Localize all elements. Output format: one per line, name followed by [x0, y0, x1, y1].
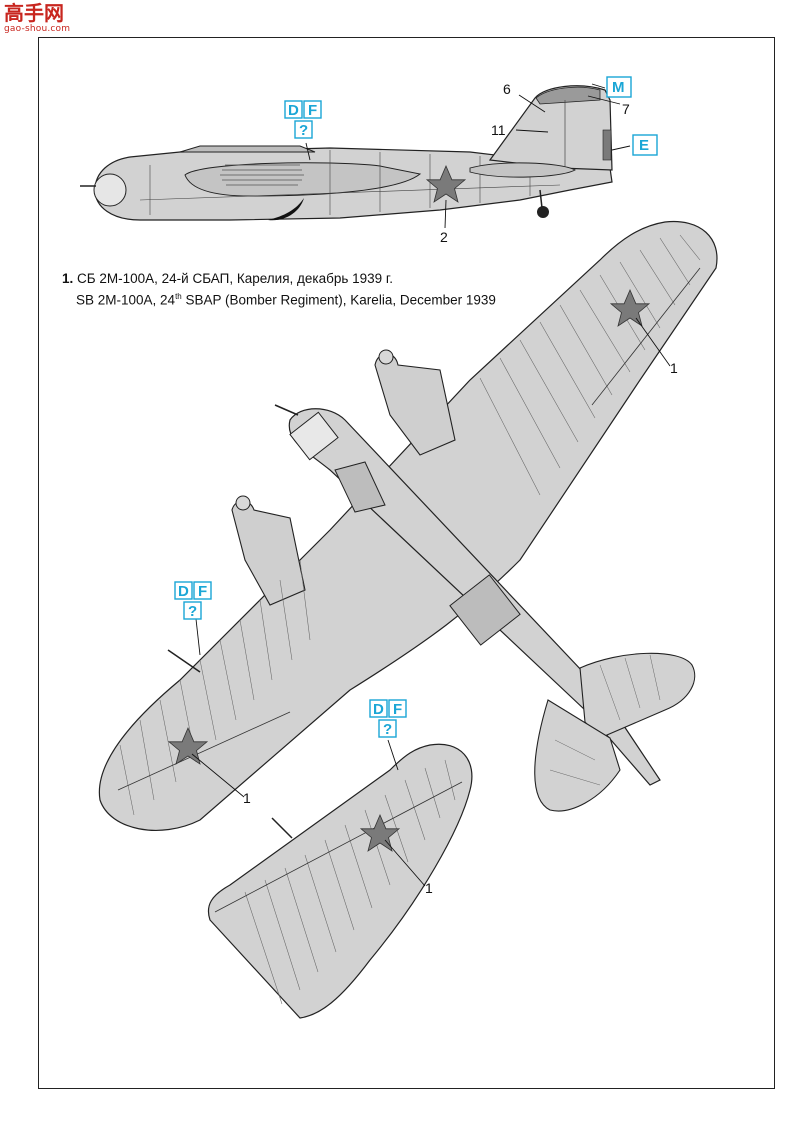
- caption-ru-text: СБ 2М-100А, 24-й СБАП, Карелия, декабрь …: [77, 271, 393, 286]
- callout-1-left-wing: 1: [243, 790, 251, 806]
- fin-tip: [535, 86, 601, 105]
- leader-lines: [191, 83, 671, 887]
- callout-1-detached-wing: 1: [425, 880, 433, 896]
- detached-wing: [207, 743, 473, 1019]
- tail-wheel: [537, 206, 549, 218]
- plan-view: [98, 220, 718, 831]
- underside-wing-view: [207, 743, 473, 1019]
- badge-question: ?: [299, 122, 308, 139]
- caption-en-sup: th: [175, 292, 182, 301]
- badge-e: E: [639, 137, 649, 154]
- radiator-hatching: [220, 164, 304, 186]
- caption-en-suffix: SBAP (Bomber Regiment), Karelia, Decembe…: [181, 292, 496, 308]
- badge-m: M: [612, 79, 625, 96]
- badge-group-side: D F ?: [284, 100, 322, 139]
- caption-en-prefix: SB 2M-100A, 24: [76, 292, 176, 308]
- side-canopy: [179, 145, 316, 153]
- left-tailplane: [534, 699, 621, 812]
- badge-question: ?: [188, 603, 197, 620]
- wing-ribs: [119, 234, 701, 816]
- figure-caption: 1. СБ 2М-100А, 24-й СБАП, Карелия, декаб…: [62, 270, 496, 310]
- caption-line-en: SB 2M-100A, 24th SBAP (Bomber Regiment),…: [62, 288, 496, 310]
- callout-11: 11: [491, 122, 506, 138]
- detached-wing-ribs: [244, 759, 456, 1005]
- caption-number: 1.: [62, 271, 74, 286]
- right-spinner: [378, 349, 394, 365]
- watermark-logo-text: 高手网: [4, 1, 64, 25]
- badge-f: F: [308, 102, 317, 119]
- callout-1-right-wing: 1: [670, 360, 678, 376]
- plan-cockpit: [289, 411, 339, 461]
- watermark-url: gao-shou.com: [4, 24, 71, 34]
- badge-group-m: M: [606, 76, 632, 98]
- badge-d: D: [288, 102, 299, 119]
- badge-f: F: [393, 701, 402, 718]
- badge-group-e: E: [632, 134, 658, 156]
- side-tail-fin: [488, 85, 613, 171]
- badge-d: D: [178, 583, 189, 600]
- bomb-bay: [449, 574, 521, 646]
- badge-group-left-wing: D F ?: [174, 581, 212, 620]
- side-view: [80, 85, 613, 221]
- left-spinner: [235, 495, 251, 511]
- side-engine-nacelle: [184, 162, 422, 197]
- page-frame: [38, 37, 775, 1089]
- side-tailplane: [469, 162, 576, 178]
- badge-f: F: [198, 583, 207, 600]
- plan-canopy: [334, 461, 386, 513]
- crescent-marking: [268, 198, 304, 221]
- watermark: 高手网 gao-shou.com: [4, 2, 84, 38]
- caption-line-ru: 1. СБ 2М-100А, 24-й СБАП, Карелия, декаб…: [62, 270, 496, 288]
- badge-question: ?: [383, 721, 392, 738]
- badge-d: D: [373, 701, 384, 718]
- right-engine-nacelle: [374, 353, 456, 456]
- right-tailplane: [579, 652, 696, 739]
- rudder-stripe: [602, 129, 612, 161]
- badge-group-detached-wing: D F ?: [369, 699, 407, 738]
- nose-glazing: [93, 173, 127, 207]
- callout-7: 7: [622, 101, 630, 117]
- callout-6: 6: [503, 81, 511, 97]
- callout-2: 2: [440, 229, 448, 245]
- left-engine-nacelle: [231, 500, 306, 606]
